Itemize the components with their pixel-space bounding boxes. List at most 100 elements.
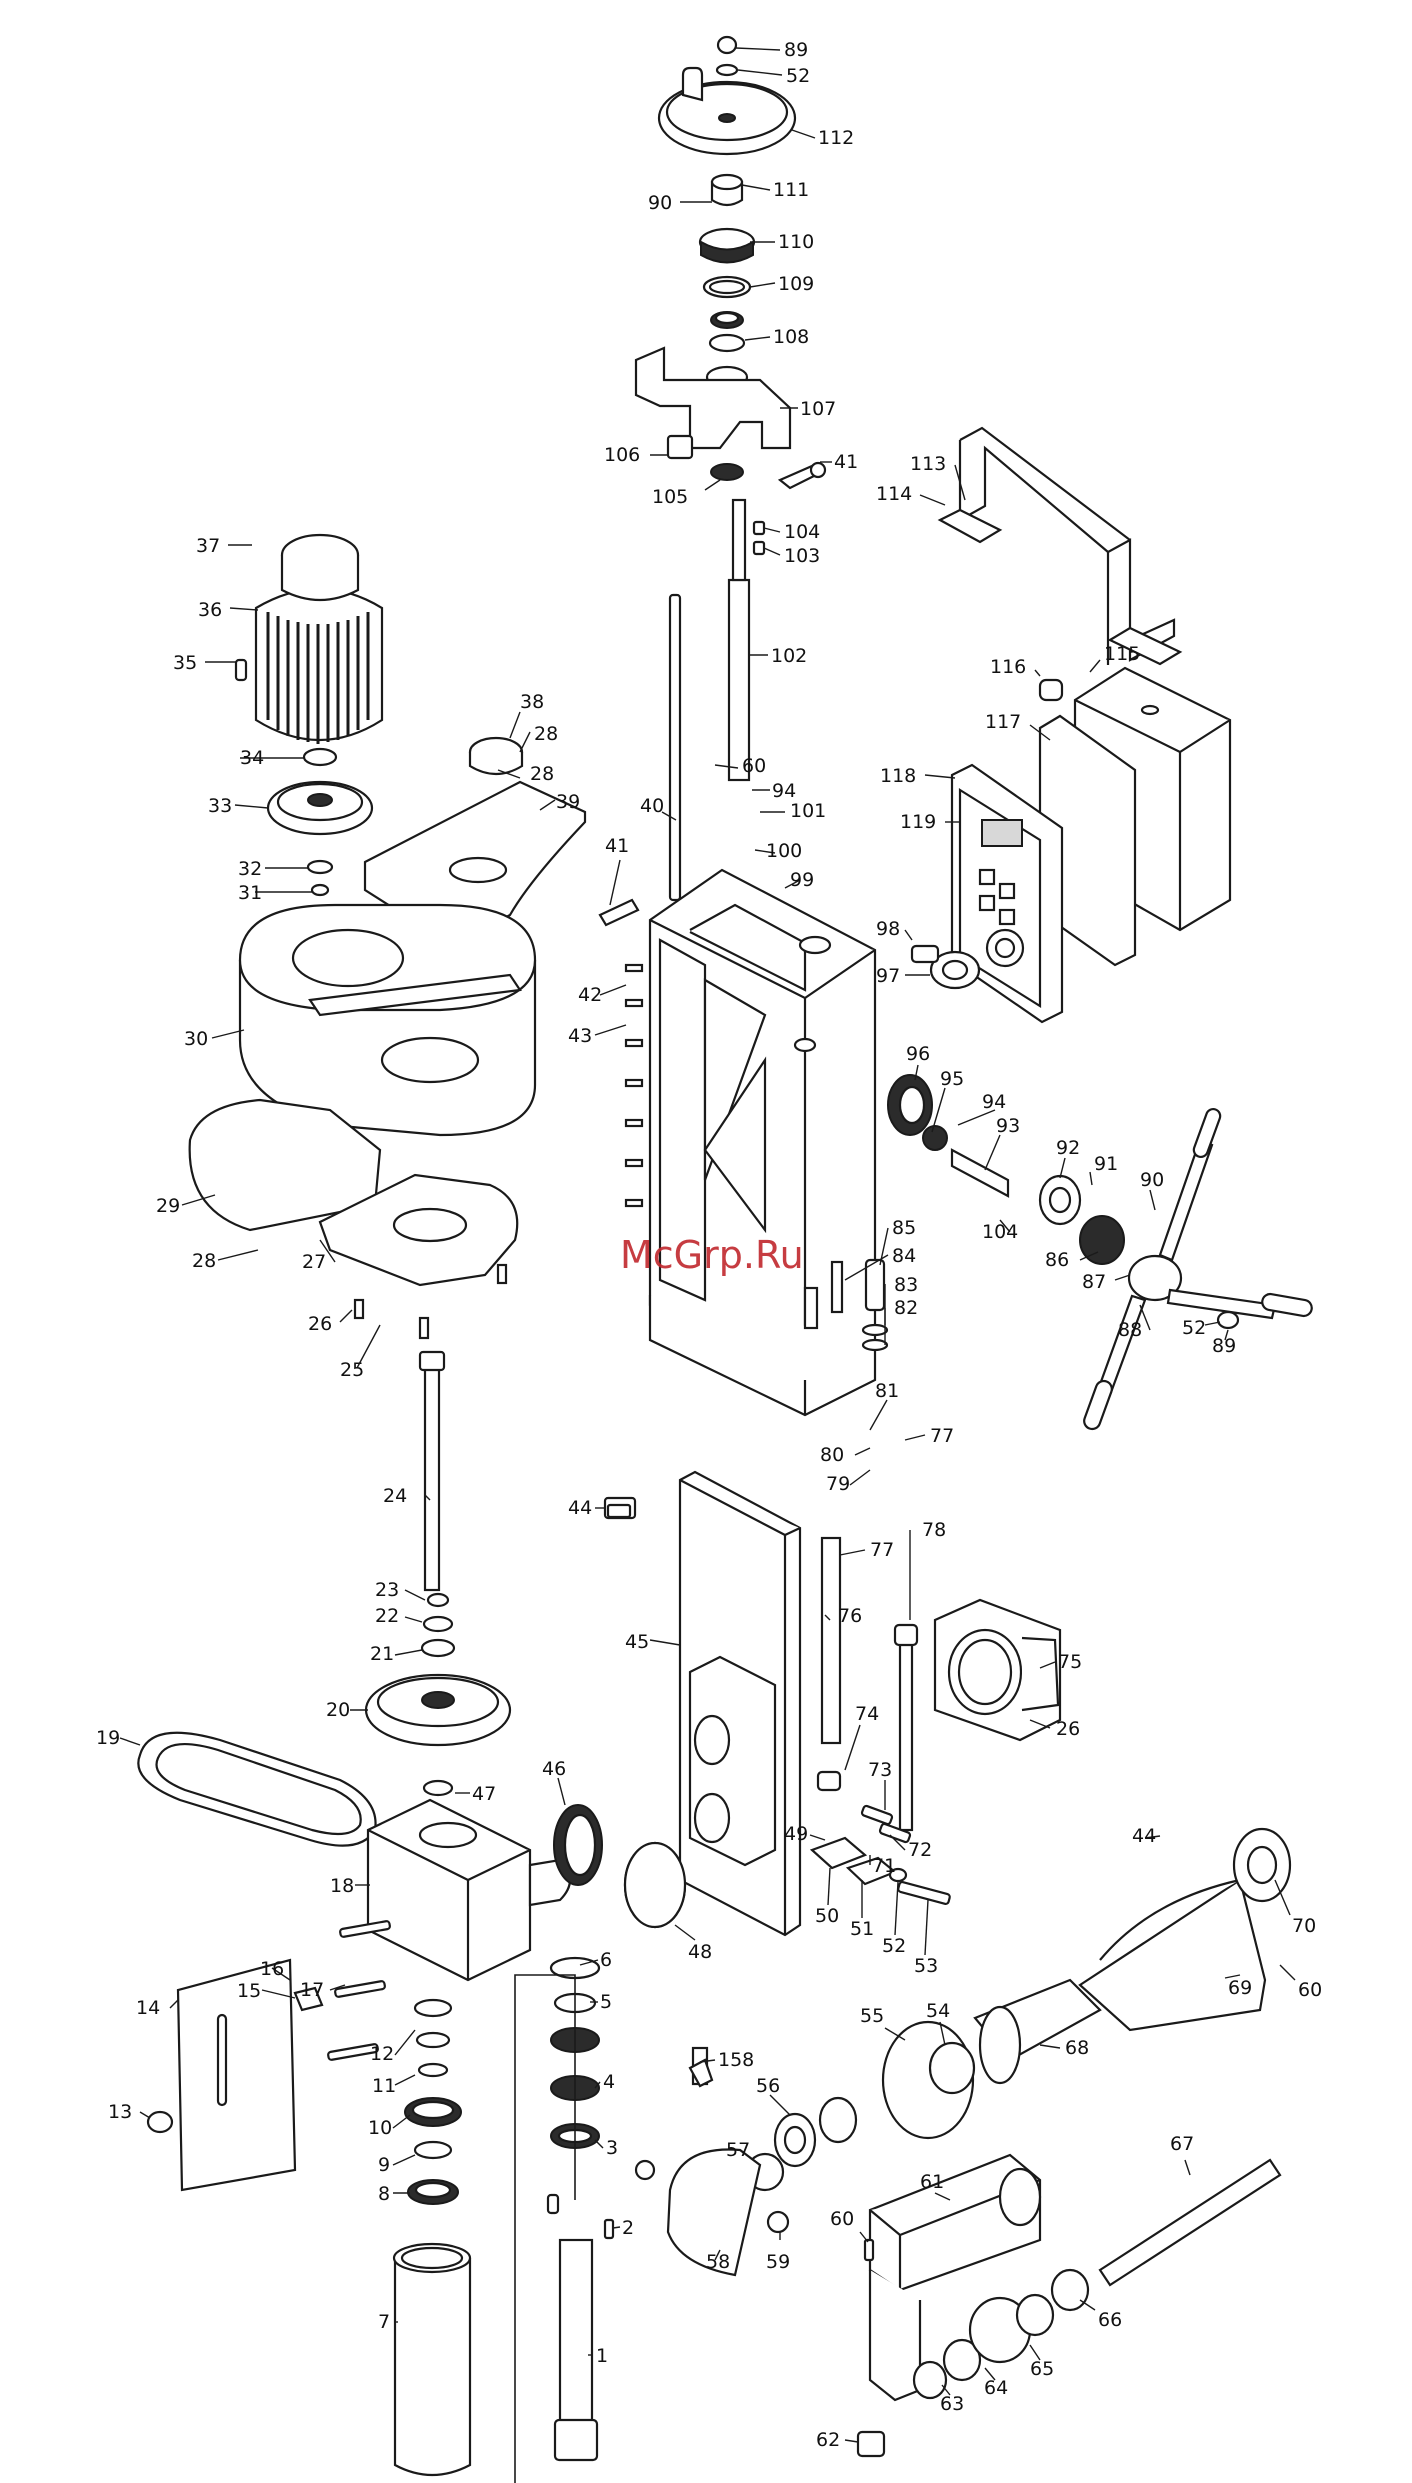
leadscrew-102	[727, 578, 751, 782]
lever-41-mid	[598, 898, 640, 927]
callout-97: 97	[876, 965, 900, 987]
callout-92: 92	[1056, 1137, 1080, 1159]
callout-107: 107	[800, 398, 836, 420]
callout-68: 68	[1065, 2037, 1089, 2059]
callout-117: 117	[985, 711, 1021, 733]
callout-27: 27	[302, 1251, 326, 1273]
callout-72: 72	[908, 1839, 932, 1861]
callout-109: 109	[778, 273, 814, 295]
callout-83: 83	[894, 1274, 918, 1296]
callout-80: 80	[820, 1444, 844, 1466]
callout-32: 32	[238, 858, 262, 880]
callout-78: 78	[922, 1519, 946, 1541]
callout-79: 79	[826, 1473, 850, 1495]
callout-104: 104	[982, 1221, 1018, 1243]
callout-47: 47	[472, 1783, 496, 1805]
spindle-1	[558, 2238, 594, 2452]
callout-26: 26	[308, 1313, 332, 1335]
callout-20: 20	[326, 1699, 350, 1721]
callout-82: 82	[894, 1297, 918, 1319]
callout-93: 93	[996, 1115, 1020, 1137]
callout-118: 118	[880, 765, 916, 787]
callout-9: 9	[378, 2154, 390, 2176]
callout-3: 3	[606, 2137, 618, 2159]
callout-71: 71	[872, 1855, 896, 1877]
callout-96: 96	[906, 1043, 930, 1065]
callout-30: 30	[184, 1028, 208, 1050]
callout-31: 31	[238, 882, 262, 904]
callout-87: 87	[1082, 1271, 1106, 1293]
callout-89: 89	[784, 39, 808, 61]
quill-7	[393, 2258, 472, 2477]
callout-10: 10	[368, 2117, 392, 2139]
callout-22: 22	[375, 1605, 399, 1627]
callout-52: 52	[882, 1935, 906, 1957]
callout-85: 85	[892, 1217, 916, 1239]
callout-55: 55	[860, 2005, 884, 2027]
callout-104: 104	[784, 521, 820, 543]
callout-11: 11	[372, 2075, 396, 2097]
callout-28: 28	[534, 723, 558, 745]
callout-99: 99	[790, 869, 814, 891]
callout-84: 84	[892, 1245, 916, 1267]
leader-lines	[119, 47, 1296, 2443]
callout-65: 65	[1030, 2358, 1054, 2380]
belt-guard-30	[238, 903, 537, 1137]
callout-45: 45	[625, 1631, 649, 1653]
guard-14	[176, 1958, 297, 2192]
motor-assembly	[234, 533, 587, 931]
callout-105: 105	[652, 486, 688, 508]
callout-91: 91	[1094, 1153, 1118, 1175]
callout-67: 67	[1170, 2133, 1194, 2155]
callout-158: 158	[718, 2049, 754, 2071]
callout-40: 40	[640, 795, 664, 817]
callout-42: 42	[578, 984, 602, 1006]
callout-44: 44	[568, 1497, 592, 1519]
callout-17: 17	[300, 1979, 324, 2001]
callout-2: 2	[622, 2217, 634, 2239]
callout-88: 88	[1118, 1319, 1142, 1341]
callout-12: 12	[370, 2043, 394, 2065]
cover-58	[666, 2148, 762, 2277]
callout-28: 28	[192, 1250, 216, 1272]
callout-114: 114	[876, 483, 912, 505]
callout-28: 28	[530, 763, 554, 785]
callout-73: 73	[868, 1759, 892, 1781]
callout-66: 66	[1098, 2309, 1122, 2331]
callout-7: 7	[378, 2311, 390, 2333]
callout-54: 54	[926, 2000, 950, 2022]
gib-40	[668, 593, 682, 902]
callout-44: 44	[1132, 1825, 1156, 1847]
callout-60: 60	[1298, 1979, 1322, 2001]
callout-61: 61	[920, 2171, 944, 2193]
callout-43: 43	[568, 1025, 592, 1047]
callout-52: 52	[1182, 1317, 1206, 1339]
callout-119: 119	[900, 811, 936, 833]
callout-62: 62	[816, 2429, 840, 2451]
callout-39: 39	[556, 791, 580, 813]
cover-48	[623, 1841, 687, 1929]
callout-38: 38	[520, 691, 544, 713]
callout-4: 4	[603, 2071, 615, 2093]
callout-26: 26	[1056, 1718, 1080, 1740]
spindle-drive-assembly	[137, 1350, 687, 2061]
callout-112: 112	[818, 127, 854, 149]
callout-116: 116	[990, 656, 1026, 678]
quill-parts	[146, 1956, 615, 2483]
callout-101: 101	[790, 800, 826, 822]
callout-48: 48	[688, 1941, 712, 1963]
column-99	[648, 868, 877, 1417]
callout-106: 106	[604, 444, 640, 466]
feed-handle-assembly	[887, 1074, 1313, 1431]
callout-5: 5	[600, 1991, 612, 2013]
shaft-67	[1098, 2158, 1282, 2287]
motor-cooling-fins	[266, 612, 370, 744]
callout-108: 108	[773, 326, 809, 348]
callout-6: 6	[600, 1949, 612, 1971]
callout-41: 41	[605, 835, 629, 857]
callout-50: 50	[815, 1905, 839, 1927]
callout-51: 51	[850, 1918, 874, 1940]
callout-90: 90	[648, 192, 672, 214]
gib-screws-42-43	[624, 963, 644, 1208]
